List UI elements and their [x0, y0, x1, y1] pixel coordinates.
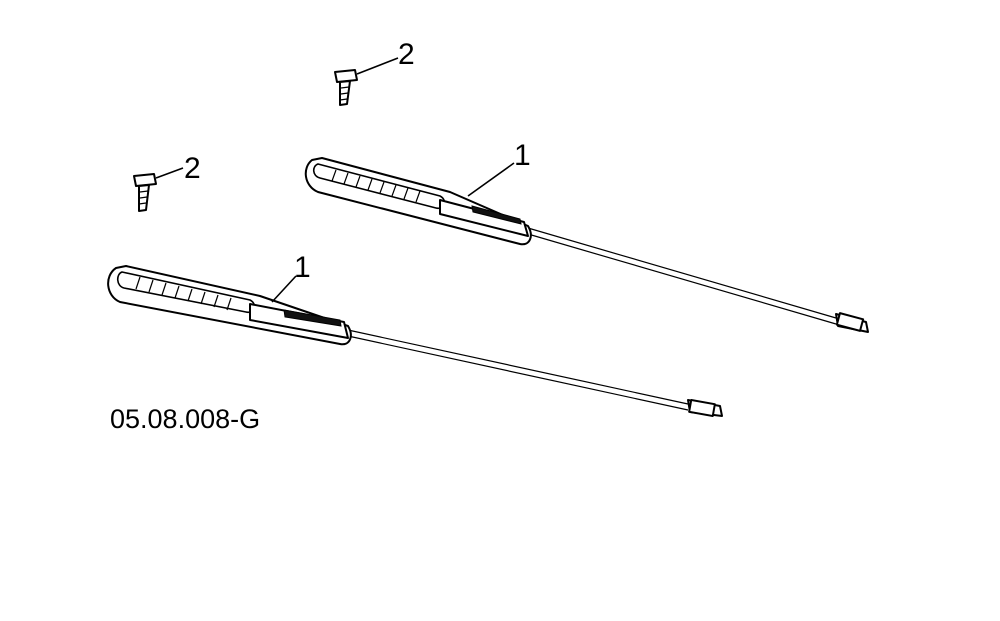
figure-code-label: 05.08.008-G: [110, 404, 261, 434]
sensor-upper: [304, 157, 869, 333]
callout-sensor-lower: 1: [294, 251, 311, 284]
sensor-lower: [107, 265, 723, 417]
screw-lower: [133, 167, 184, 212]
callout-screw-lower: 2: [184, 152, 201, 185]
screw-upper: [334, 57, 399, 106]
callout-sensor-upper: 1: [514, 139, 531, 172]
callout-screw-upper: 2: [398, 38, 415, 71]
